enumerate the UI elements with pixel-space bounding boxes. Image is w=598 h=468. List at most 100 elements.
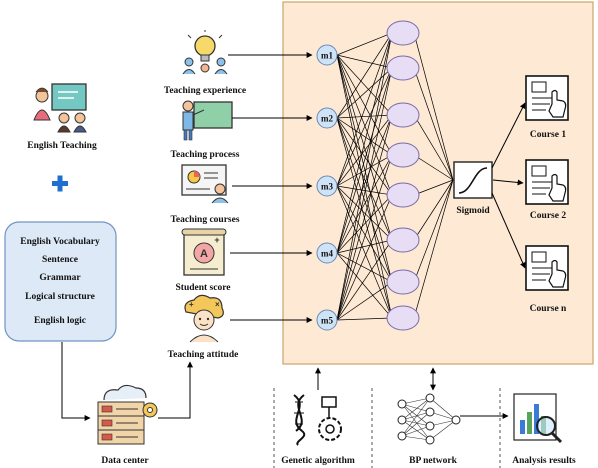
connection-edge bbox=[336, 67, 393, 321]
svg-text:+: + bbox=[189, 300, 194, 309]
connection-edge bbox=[413, 114, 454, 181]
connection-edge bbox=[336, 67, 393, 254]
connection-edge bbox=[336, 281, 393, 321]
factor-list: Teaching experience Teaching process Tea… bbox=[164, 30, 246, 360]
connection-edge bbox=[413, 179, 454, 241]
input-node-label: m5 bbox=[321, 316, 333, 326]
hidden-node bbox=[386, 269, 420, 295]
connection-edge bbox=[336, 117, 393, 241]
input-node-label: m4 bbox=[321, 249, 333, 259]
english-teaching-group: English Teaching bbox=[27, 83, 97, 151]
bottom-row: Genetic algorithm BP network Analysis re… bbox=[273, 367, 576, 468]
knowledge-item: Grammar bbox=[39, 273, 81, 283]
idea-team-icon bbox=[182, 30, 228, 75]
factor-label-process: Teaching process bbox=[171, 150, 240, 160]
connection-edge bbox=[336, 194, 393, 321]
connection-edge bbox=[336, 185, 393, 196]
plus-icon bbox=[52, 175, 68, 192]
document-click-icon bbox=[525, 245, 569, 291]
output-courses: Course 1 Course 2 Course n bbox=[525, 75, 569, 314]
output-label: Course 1 bbox=[530, 130, 566, 140]
connection-edge bbox=[413, 67, 454, 181]
thinking-person-icon: + × bbox=[184, 294, 224, 343]
sigmoid-box: Sigmoid bbox=[453, 161, 493, 216]
document-click-icon bbox=[525, 75, 569, 121]
course-screen-icon bbox=[181, 164, 229, 204]
network-connections bbox=[336, 32, 454, 321]
bp-network-label: BP network bbox=[409, 456, 457, 466]
connection-edge bbox=[336, 154, 393, 321]
connection-edge bbox=[336, 114, 393, 187]
connection-edge bbox=[413, 32, 454, 181]
input-node-label: m1 bbox=[321, 51, 333, 61]
hidden-node bbox=[386, 102, 420, 128]
connection-edge bbox=[336, 32, 393, 321]
knowledge-item: English Vocabulary bbox=[20, 237, 100, 247]
connection-edge bbox=[336, 54, 393, 69]
chart-magnifier-icon bbox=[513, 393, 563, 444]
connection-edge bbox=[336, 32, 393, 119]
sigmoid-curve-icon bbox=[458, 167, 488, 194]
teacher-at-whiteboard-icon bbox=[33, 83, 87, 133]
data-center-group: Data center bbox=[61, 342, 193, 466]
svg-text:+: + bbox=[214, 235, 219, 245]
connection-edge bbox=[336, 239, 393, 321]
knowledge-item: English logic bbox=[34, 316, 86, 326]
dna-gear-icon bbox=[293, 394, 342, 446]
connection-edge bbox=[336, 54, 393, 241]
output-label: Course n bbox=[530, 304, 567, 314]
svg-text:×: × bbox=[215, 300, 220, 309]
connection-edge bbox=[336, 185, 393, 319]
input-node-m2 bbox=[316, 107, 338, 129]
output-label: Course 2 bbox=[530, 211, 566, 221]
connection-edge bbox=[413, 154, 454, 181]
factor-label-attitude: Teaching attitude bbox=[168, 350, 239, 360]
connection-edge bbox=[336, 194, 393, 254]
connection-edge bbox=[336, 114, 393, 254]
connection-edge bbox=[336, 32, 393, 254]
hidden-node bbox=[386, 227, 420, 253]
connection-edge bbox=[336, 67, 393, 119]
grade-certificate-icon: A + bbox=[181, 228, 227, 276]
genetic-algorithm-label: Genetic algorithm bbox=[281, 456, 355, 466]
connection-edge bbox=[336, 154, 393, 254]
hidden-node bbox=[386, 20, 420, 46]
output-arrows bbox=[491, 102, 526, 269]
hidden-node bbox=[386, 55, 420, 81]
input-node-m4 bbox=[316, 242, 338, 264]
hidden-node bbox=[386, 142, 420, 168]
connection-edge bbox=[336, 114, 393, 321]
connection-edge bbox=[413, 179, 454, 283]
knowledge-item: Logical structure bbox=[25, 292, 95, 302]
input-node-m1 bbox=[316, 44, 338, 66]
connection-edge bbox=[336, 67, 393, 187]
connection-edge bbox=[336, 114, 393, 119]
input-node-label: m2 bbox=[321, 114, 333, 124]
svg-text:A: A bbox=[200, 248, 208, 260]
connection-edge bbox=[336, 54, 393, 283]
hidden-node bbox=[386, 182, 420, 208]
input-node-m3 bbox=[316, 175, 338, 197]
sigmoid-label: Sigmoid bbox=[456, 206, 490, 216]
knowledge-box: English VocabularySentenceGrammarLogical… bbox=[4, 221, 117, 342]
connection-edge bbox=[336, 252, 393, 319]
data-center-label: Data center bbox=[101, 456, 149, 466]
input-node-m5 bbox=[316, 309, 338, 331]
server-gear-icon bbox=[97, 384, 158, 445]
connection-edge bbox=[413, 179, 454, 319]
connection-edge bbox=[336, 32, 393, 56]
analysis-results-label: Analysis results bbox=[512, 456, 576, 466]
connection-edge bbox=[336, 317, 393, 321]
factor-arrows bbox=[228, 52, 313, 323]
neural-network-icon bbox=[397, 393, 461, 445]
connection-edge bbox=[413, 179, 454, 196]
connection-edge bbox=[336, 185, 393, 241]
connection-edge bbox=[336, 185, 393, 283]
document-click-icon bbox=[525, 159, 569, 205]
connection-edge bbox=[336, 117, 393, 283]
connection-edge bbox=[336, 32, 393, 187]
presentation-board-icon bbox=[182, 100, 233, 141]
connection-edge bbox=[336, 239, 393, 254]
